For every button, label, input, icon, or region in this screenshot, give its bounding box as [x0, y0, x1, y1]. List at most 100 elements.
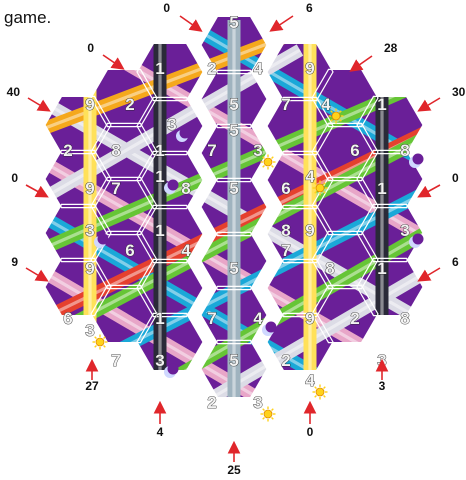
tile-number: 2 — [350, 309, 359, 328]
tile-number: 6 — [281, 179, 290, 198]
tile-number: 7 — [281, 95, 290, 114]
tile: 1 — [155, 59, 164, 78]
tile: 2 — [207, 393, 216, 412]
tile: 6 — [125, 241, 134, 260]
tile-number: 5 — [229, 121, 238, 140]
tile-number: 5 — [229, 179, 238, 198]
tile: 2 — [350, 309, 359, 328]
tile: 7 — [207, 309, 216, 328]
tile: 6 — [63, 309, 72, 328]
score-arrow: 6 — [272, 1, 313, 30]
tile-number: 9 — [305, 309, 314, 328]
tile: 1 — [377, 179, 386, 198]
tile: 2 — [281, 351, 290, 370]
tile-number: 1 — [377, 179, 386, 198]
tile: 1 — [155, 309, 164, 328]
tile-number: 5 — [229, 13, 238, 32]
tile: 6 — [281, 179, 290, 198]
tile: 9 — [305, 59, 314, 78]
tile-number: 4 — [305, 167, 315, 186]
tile-number: 1 — [377, 259, 386, 278]
tile-number: 1 — [155, 59, 164, 78]
tile-number: 3 — [167, 115, 176, 134]
tile-number: 3 — [85, 221, 94, 240]
tile-number: 6 — [350, 141, 359, 160]
score-arrow: 0 — [420, 171, 459, 196]
tile: 9 — [85, 95, 94, 114]
tile-number: 1 — [155, 221, 164, 240]
score-arrow: 27 — [85, 362, 99, 393]
tile-number: 3 — [400, 221, 409, 240]
tile-number: 2 — [207, 393, 216, 412]
sun-icon — [329, 109, 344, 124]
tile-number: 2 — [207, 59, 216, 78]
tile: 2 — [125, 95, 134, 114]
tile-number: 3 — [253, 393, 262, 412]
tile-number: 7 — [281, 241, 290, 260]
score-arrow: 4 — [157, 404, 164, 439]
score-label: 30 — [452, 85, 466, 99]
tile: 7 — [281, 241, 290, 260]
score-arrow: 6 — [420, 255, 459, 280]
tile: 8 — [400, 309, 409, 328]
tile: 8 — [325, 259, 334, 278]
tile-number: 8 — [400, 309, 409, 328]
tile: 2 — [63, 141, 72, 160]
sun-icon — [313, 181, 328, 196]
score-label: 25 — [227, 463, 241, 477]
tile: 9 — [305, 221, 314, 240]
tile-number: 4 — [253, 59, 263, 78]
tile-number: 1 — [377, 95, 386, 114]
tile: 4 — [305, 371, 327, 400]
score-arrow: 30 — [420, 85, 466, 110]
tile: 8 — [111, 141, 120, 160]
tile-number: 9 — [85, 259, 94, 278]
score-arrow: 25 — [227, 444, 241, 477]
tile: 6 — [350, 141, 359, 160]
tile: 8 — [181, 179, 190, 198]
tile: 8 — [281, 221, 290, 240]
tile-number: 8 — [111, 141, 120, 160]
score-label: 0 — [307, 425, 314, 439]
tile: 5 — [229, 259, 238, 278]
score-label: 0 — [11, 171, 18, 185]
tile-number: 5 — [229, 351, 238, 370]
sun-icon — [313, 385, 328, 400]
score-label: 3 — [379, 379, 386, 393]
tile-number: 5 — [229, 259, 238, 278]
tile-number: 2 — [63, 141, 72, 160]
tile: 1 — [155, 141, 164, 160]
score-label: 0 — [163, 1, 170, 15]
tile: 7 — [111, 179, 120, 198]
tile-number: 6 — [125, 241, 134, 260]
tile: 1 — [377, 95, 386, 114]
tile-number: 1 — [155, 141, 164, 160]
tile: 1 — [377, 259, 386, 278]
tile-number: 8 — [325, 259, 334, 278]
score-label: 0 — [87, 41, 94, 55]
score-arrow: 0 — [87, 41, 122, 68]
tile-number: 1 — [155, 167, 164, 186]
sun-icon — [261, 155, 276, 170]
tile: 4 — [181, 241, 191, 260]
score-arrow: 0 — [11, 171, 46, 196]
tile-number: 9 — [85, 179, 94, 198]
tile-number: 8 — [181, 179, 190, 198]
tile-number: 7 — [207, 309, 216, 328]
tile: 9 — [85, 259, 94, 278]
score-arrow: 0 — [163, 1, 200, 30]
tile: 5 — [229, 13, 238, 32]
tile: 2 — [207, 59, 216, 78]
score-label: 6 — [452, 255, 459, 269]
score-label: 27 — [85, 379, 99, 393]
tile-number: 4 — [253, 309, 263, 328]
tile-number: 4 — [181, 241, 191, 260]
moon-icon — [409, 154, 424, 169]
tile-number: 3 — [253, 141, 262, 160]
tile-number: 7 — [111, 351, 120, 370]
tile: 7 — [207, 141, 216, 160]
tile-number: 3 — [155, 351, 164, 370]
tile-number: 1 — [155, 309, 164, 328]
score-label: 6 — [306, 1, 313, 15]
tile: 5 — [229, 121, 238, 140]
